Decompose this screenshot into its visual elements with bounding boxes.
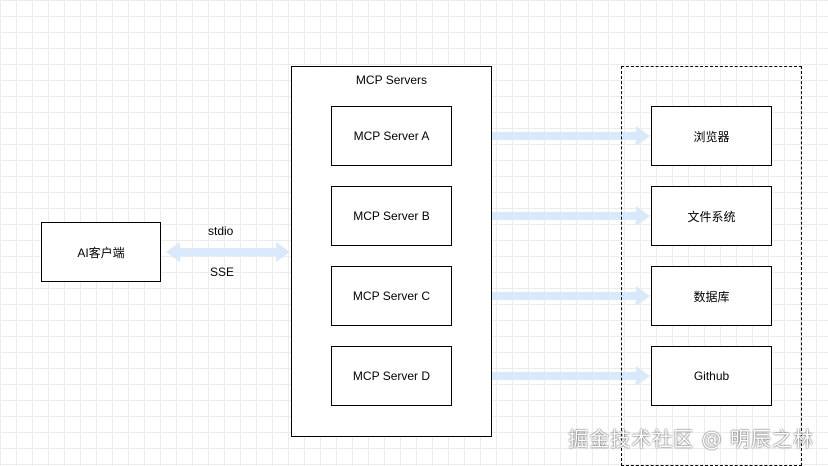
mcp-server-b-box: MCP Server B [331,186,452,246]
transport-stdio-label: stdio [208,224,234,238]
mcp-server-a-label: MCP Server A [353,129,430,143]
ai-client-box: AI客户端 [41,222,161,282]
resource-filesystem-box: 文件系统 [651,186,772,246]
resource-database-label: 数据库 [693,289,730,304]
arrow-client-servers [166,242,290,262]
resource-database-box: 数据库 [651,266,772,326]
resource-github-box: Github [651,346,772,406]
mcp-server-d-label: MCP Server D [352,369,431,383]
ai-client-label: AI客户端 [77,245,125,260]
resource-browser-box: 浏览器 [651,106,772,166]
arrow-server-c-database [452,286,650,306]
arrow-server-b-filesystem [452,206,650,226]
resource-filesystem-label: 文件系统 [687,209,736,224]
resource-github-label: Github [693,369,730,383]
mcp-server-b-label: MCP Server B [353,209,430,223]
resource-browser-label: 浏览器 [693,129,730,144]
watermark-text: 掘金技术社区 @ 明辰之林 [568,427,814,451]
mcp-server-c-label: MCP Server C [352,289,431,303]
transport-sse-label: SSE [210,265,235,279]
arrow-server-d-github [452,366,650,386]
mcp-server-a-box: MCP Server A [331,106,452,166]
mcp-server-c-box: MCP Server C [331,266,452,326]
arrow-server-a-browser [452,126,650,146]
mcp-servers-title: MCP Servers [355,73,428,87]
mcp-server-d-box: MCP Server D [331,346,452,406]
